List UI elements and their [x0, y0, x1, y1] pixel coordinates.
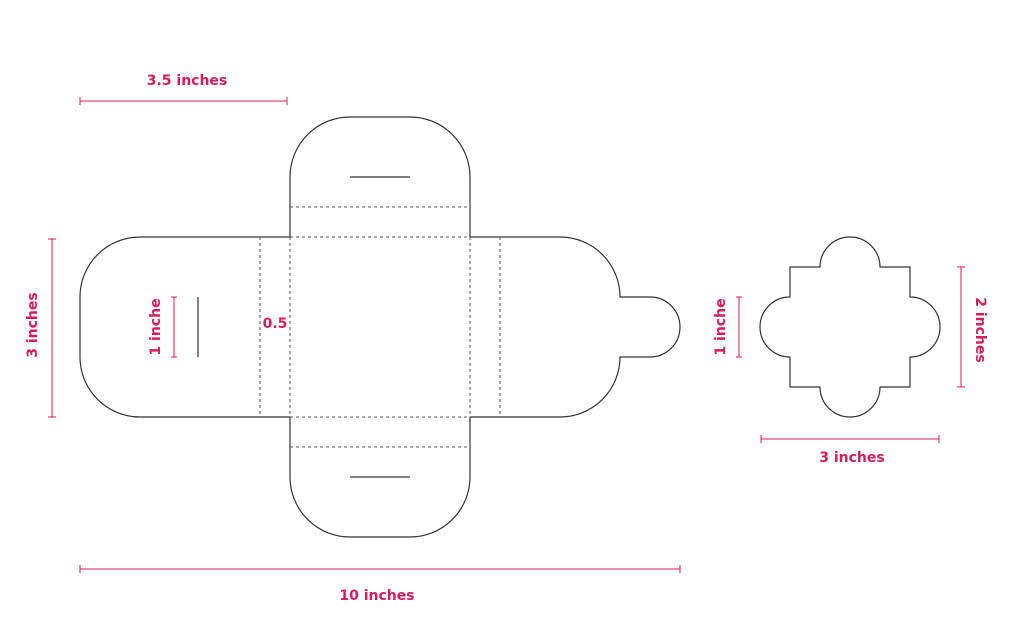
dimension-slot-length: 1 inche	[148, 296, 177, 358]
dimension-insert-slot: 1 inche	[713, 296, 742, 358]
label-total-width: 10 inches	[339, 588, 414, 604]
dimension-left-height: 3 inches	[25, 238, 56, 418]
label-insert-slot: 1 inche	[713, 298, 729, 355]
dimension-insert-height: 2 inches	[957, 266, 988, 388]
insert-outline	[759, 236, 941, 418]
label-slot-length: 1 inche	[148, 298, 164, 355]
label-top-width: 3.5 inches	[147, 73, 228, 89]
box-outline	[79, 116, 681, 538]
label-insert-height: 2 inches	[972, 297, 988, 362]
dimension-total-width: 10 inches	[79, 565, 681, 604]
label-left-height: 3 inches	[25, 292, 41, 357]
dimension-insert-width: 3 inches	[760, 435, 940, 466]
label-insert-width: 3 inches	[819, 450, 884, 466]
fold-lines	[259, 206, 501, 448]
label-flap-width: 0.5	[263, 316, 288, 332]
dimension-top-width: 3.5 inches	[79, 73, 288, 105]
